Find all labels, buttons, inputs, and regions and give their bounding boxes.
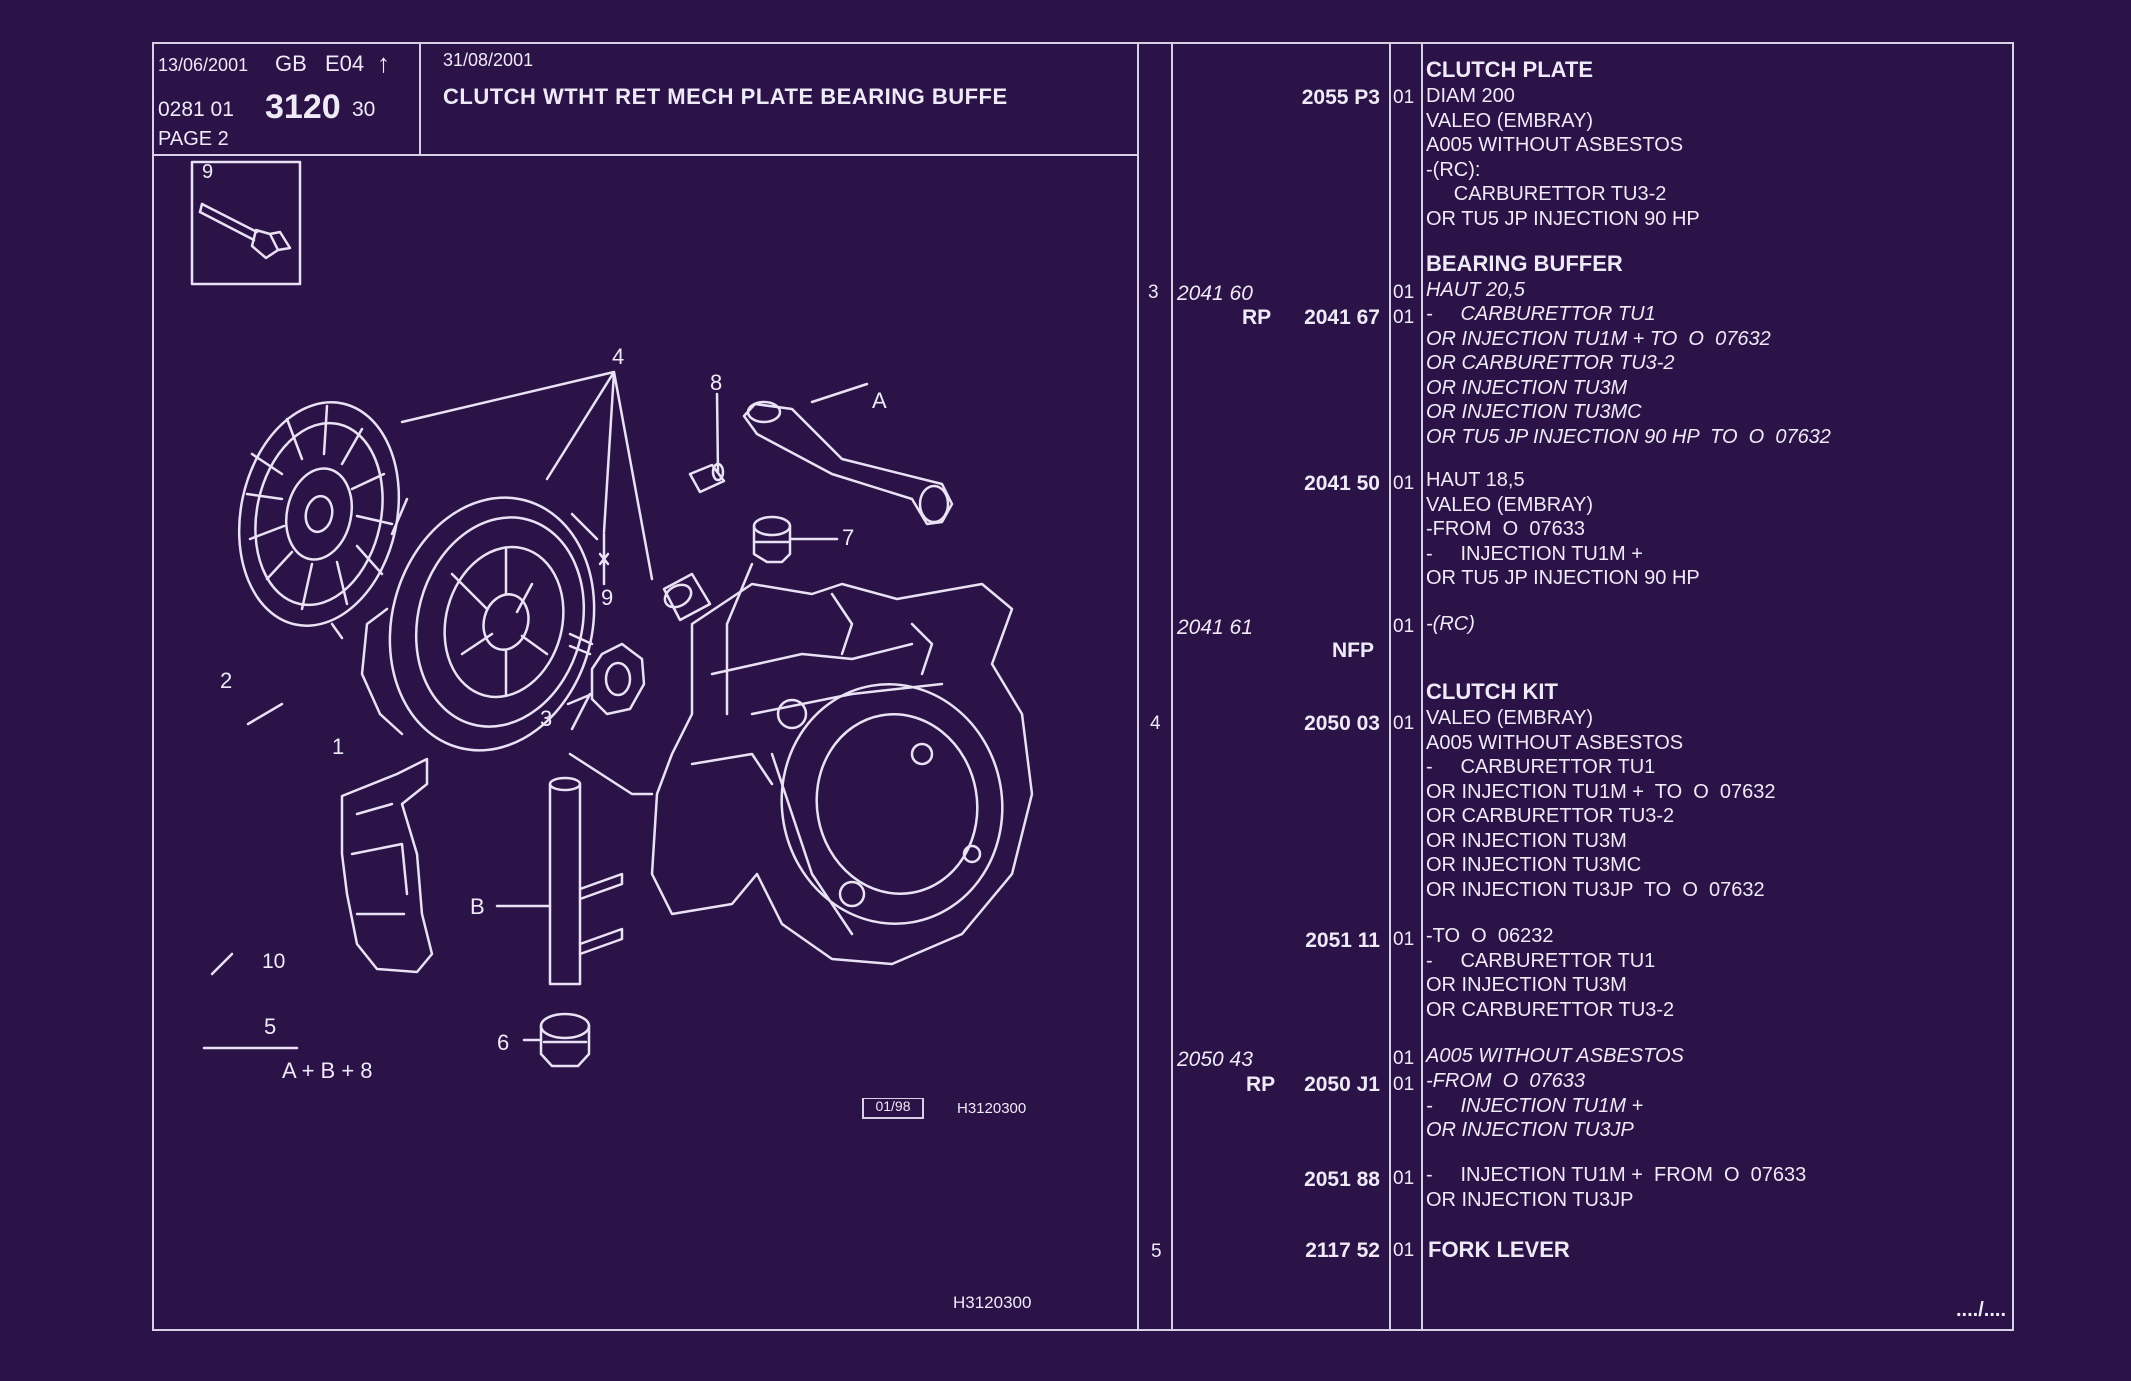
shaft-bearing [539, 1012, 591, 1068]
column-divider-3 [1389, 42, 1391, 1331]
diagram-callouts: 9 4 8 A 7 9 2 3 1 B 10 6 5 A + B + 8 [202, 161, 887, 1083]
qty-205111: 01 [1393, 929, 1415, 950]
item-index-4: 4 [1150, 713, 1161, 734]
header-ref-group: 3120 [265, 88, 341, 126]
part-code-205188: 2051 88 [1304, 1168, 1380, 1191]
callout-3: 3 [540, 706, 552, 731]
callout-6: 6 [497, 1030, 509, 1055]
qty-204161: 01 [1393, 616, 1415, 637]
part-code-2050J1: 2050 J1 [1304, 1073, 1380, 1096]
rp-2050J1: RP [1246, 1073, 1276, 1096]
part-code-2055P3: 2055 P3 [1301, 86, 1380, 109]
part-code-211752: 2117 52 [1305, 1239, 1380, 1262]
pressure-plate [360, 496, 599, 752]
dust-cover [340, 757, 434, 974]
callout-4: 4 [612, 344, 624, 369]
header-region: GB [275, 51, 307, 76]
bolt-icon [198, 202, 292, 260]
callout-9: 9 [601, 585, 613, 610]
part-code-205111: 2051 11 [1305, 929, 1380, 952]
header-edition: E04 [325, 51, 365, 76]
callout-2: 2 [220, 668, 232, 693]
callout-A: A [872, 388, 887, 413]
qty-205003: 01 [1393, 713, 1415, 734]
callout-5: 5 [264, 1014, 276, 1039]
figure-code: H3120300 [953, 1293, 1032, 1312]
nfp-label: NFP [1332, 639, 1374, 662]
desc-2050J1: -FROM O 07633 - INJECTION TU1M + OR INJE… [1426, 1070, 1644, 1141]
qty-2050J1: 01 [1393, 1074, 1415, 1095]
page-frame [152, 42, 2014, 1331]
part-code-205003: 2050 03 [1304, 712, 1380, 735]
heading-clutch-plate: CLUTCH PLATE [1426, 57, 1594, 82]
clutch-disc [237, 401, 401, 627]
column-divider-2 [1171, 42, 1173, 1331]
qty-211752: 01 [1393, 1240, 1415, 1261]
page-title: CLUTCH WTHT RET MECH PLATE BEARING BUFFE [443, 84, 1008, 109]
desc-204160: HAUT 20,5 [1426, 279, 1525, 301]
callout-8: 8 [710, 370, 722, 395]
alt-code-204161: 2041 61 [1177, 616, 1253, 639]
callout-B: B [470, 894, 485, 919]
fork-shaft [548, 776, 624, 986]
alt-code-205043: 2050 43 [1177, 1048, 1253, 1071]
header-page: PAGE 2 [158, 128, 229, 150]
header-date-left: 13/06/2001 [158, 55, 249, 75]
qty-204150: 01 [1393, 473, 1415, 494]
sleeve [662, 572, 712, 622]
column-divider-1 [1137, 42, 1139, 1331]
desc-204150: HAUT 18,5 VALEO (EMBRAY) -FROM O 07633 -… [1426, 469, 1700, 589]
desc-205111: -TO O 06232 - CARBURETTOR TU1 OR INJECTI… [1426, 925, 1675, 1021]
part-code-204167: 2041 67 [1304, 306, 1380, 329]
qty-2055P3: 01 [1393, 87, 1415, 108]
inset-callout-9: 9 [202, 161, 213, 183]
header-ref-prefix: 0281 01 [158, 98, 234, 121]
desc-204161: -(RC) [1426, 613, 1475, 635]
qty-204167: 01 [1393, 307, 1415, 328]
up-arrow-icon: ↑ [377, 48, 390, 78]
stamp-code: H3120300 [957, 1100, 1027, 1117]
part-code-204150: 2041 50 [1304, 472, 1380, 495]
header-ref-suffix: 30 [352, 98, 376, 121]
callout-1: 1 [332, 734, 344, 759]
continued-marker: ..../.... [1956, 1299, 2007, 1321]
release-bearing [568, 632, 646, 716]
header-box-divider [419, 42, 421, 154]
item-index-5: 5 [1151, 1241, 1162, 1262]
fork-lever [742, 400, 954, 526]
callout-7: 7 [842, 525, 854, 550]
desc-205003: VALEO (EMBRAY) A005 WITHOUT ASBESTOS - C… [1426, 707, 1776, 901]
item-index-3: 3 [1148, 282, 1159, 303]
rp-204167: RP [1242, 306, 1272, 329]
header-date-right: 31/08/2001 [443, 50, 534, 70]
alt-code-204160: 2041 60 [1177, 282, 1253, 305]
heading-bearing-buffer: BEARING BUFFER [1426, 251, 1623, 276]
desc-205188: - INJECTION TU1M + FROM O 07633 OR INJEC… [1426, 1164, 1807, 1211]
desc-204167: - CARBURETTOR TU1 OR INJECTION TU1M + TO… [1426, 303, 1831, 448]
column-divider-4 [1421, 42, 1423, 1331]
heading-fork-lever: FORK LEVER [1428, 1237, 1570, 1262]
desc-2055P3: DIAM 200 VALEO (EMBRAY) A005 WITHOUT ASB… [1426, 85, 1700, 230]
callout-10: 10 [262, 950, 285, 973]
heading-clutch-kit: CLUTCH KIT [1426, 679, 1558, 704]
header-divider [152, 154, 1137, 156]
callout-formula: A + B + 8 [282, 1058, 373, 1083]
qty-204160: 01 [1393, 282, 1415, 303]
inset-box [190, 160, 302, 286]
guide-bush [752, 515, 792, 564]
stamp-box: 01/98 [862, 1098, 924, 1119]
qty-205188: 01 [1393, 1168, 1415, 1189]
exploded-diagram: 9 4 8 A 7 9 2 3 1 B 10 6 5 A + B + 8 [190, 160, 1034, 1083]
gearbox-housing [650, 582, 1034, 966]
qty-205043: 01 [1393, 1048, 1415, 1069]
desc-205043: A005 WITHOUT ASBESTOS [1426, 1045, 1684, 1067]
